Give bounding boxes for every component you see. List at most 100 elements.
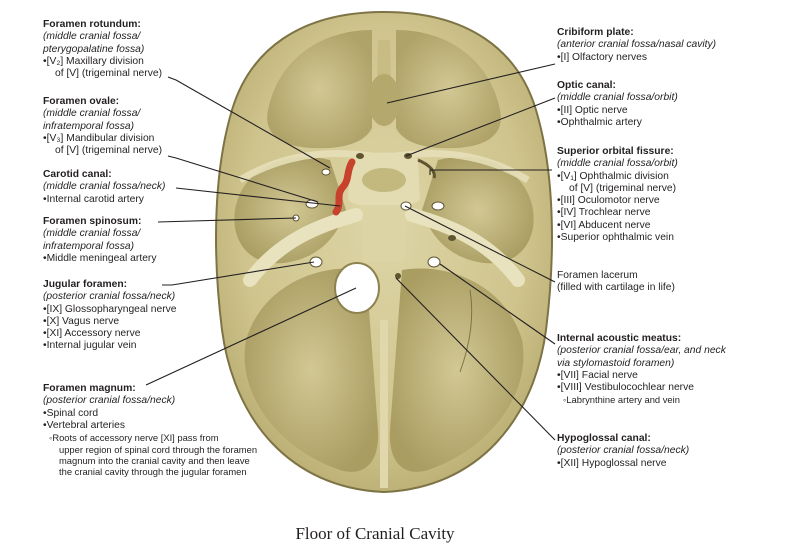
superior-orbital-fissure-content-4: [VI] Abducent nerve [557, 220, 678, 232]
hypoglossal-canal-right-shape [395, 273, 401, 279]
posterior-fossa-right [389, 268, 524, 472]
foramen-rotundum-title: Foramen rotundum: [43, 19, 141, 30]
cribriform-plate-title: Cribiform plate: [557, 27, 634, 38]
label-optic-canal: Optic canal: (middle cranial fossa/orbit… [557, 80, 678, 129]
optic-canal-content-1: [II] Optic nerve [557, 105, 678, 117]
jugular-foramen-left-shape [309, 256, 323, 268]
foramen-magnum-content-1: Spinal cord [43, 408, 257, 420]
label-internal-acoustic-meatus: Internal acoustic meatus: (posterior cra… [557, 333, 726, 406]
optic-canal-left-shape [356, 153, 364, 159]
leader-rotundum [167, 76, 331, 169]
jugular-foramen-content-2: [X] Vagus nerve [43, 316, 177, 328]
leader-optic [405, 97, 556, 157]
hypoglossal-canal-content: [XII] Hypoglossal nerve [557, 458, 689, 470]
suture-line [459, 289, 473, 373]
foramen-spinosum-fossa-2: infratemporal fossa) [43, 240, 134, 252]
petrous-ridge-right [405, 208, 525, 287]
cribriform-plate-content: [I] Olfactory nerves [557, 52, 716, 64]
foramen-spinosum-title: Foramen spinosum: [43, 216, 142, 227]
label-jugular-foramen: Jugular foramen: (posterior cranial foss… [43, 279, 177, 353]
foramen-magnum-title: Foramen magnum: [43, 383, 136, 394]
leader-hypoglossal [395, 277, 556, 441]
cribriform-plate-fossa: (anterior cranial fossa/nasal cavity) [557, 39, 717, 51]
foramen-rotundum-content: [V₂] Maxillary division [43, 56, 162, 68]
leader-ovale [167, 155, 319, 203]
foramen-ovale-content: [V₃] Mandibular division [43, 133, 162, 145]
foramen-lacerum-note: (filled with cartilage in life) [557, 282, 675, 294]
foramen-ovale-fossa-2: infratemporal fossa) [43, 120, 134, 132]
internal-acoustic-meatus-note: Labrynthine artery and vein [557, 394, 726, 405]
label-hypoglossal-canal: Hypoglossal canal: (posterior cranial fo… [557, 433, 689, 470]
hypoglossal-canal-fossa: (posterior cranial fossa/neck) [557, 445, 690, 457]
jugular-foramen-fossa: (posterior cranial fossa/neck) [43, 291, 176, 303]
internal-acoustic-meatus-fossa-2: via stylomastoid foramen) [557, 357, 675, 369]
foramen-ovale-right-shape [431, 201, 445, 211]
leader-orbital [429, 169, 552, 175]
superior-orbital-fissure-fossa: (middle cranial fossa/orbit) [557, 158, 678, 170]
leader-carotid [175, 187, 341, 207]
superior-orbital-fissure-content-1-cont: of [V] (trigeminal nerve) [569, 182, 677, 194]
internal-acoustic-meatus-content-1: [VII] Facial nerve [557, 370, 726, 382]
foramen-ovale-title: Foramen ovale: [43, 96, 120, 107]
petrous-ridge-left [243, 208, 363, 287]
sup-orbital-fissure-right [417, 158, 436, 179]
internal-acoustic-meatus-content-2: [VIII] Vestibulocochlear nerve [557, 382, 726, 394]
sella-turcica [362, 168, 406, 192]
carotid-canal-content: Internal carotid artery [43, 194, 165, 206]
superior-orbital-fissure-content-3: [IV] Trochlear nerve [557, 207, 678, 219]
superior-orbital-fissure-title: Superior orbital fissure: [557, 146, 674, 157]
optic-canal-fossa: (middle cranial fossa/orbit) [557, 92, 678, 104]
carotid-canal-fossa: (middle cranial fossa/neck) [43, 181, 166, 193]
middle-fossa-left [234, 157, 346, 264]
foramen-rotundum-content-cont: of [V] (trigeminal nerve) [55, 68, 163, 80]
superior-orbital-fissure-content-1: [V₁] Ophthalmic division [557, 171, 678, 183]
foramen-magnum-shape [334, 262, 380, 314]
figure-caption: Floor of Cranial Cavity [295, 524, 455, 543]
leader-acoustic [439, 263, 556, 345]
jugular-foramen-content-4: Internal jugular vein [43, 340, 177, 352]
label-foramen-magnum: Foramen magnum: (posterior cranial fossa… [43, 383, 257, 478]
label-superior-orbital-fissure: Superior orbital fissure: (middle crania… [557, 146, 678, 244]
foramen-rotundum-fossa: (middle cranial fossa/ [43, 31, 141, 43]
leader-magnum [145, 287, 357, 386]
superior-orbital-fissure-content-5: Superior ophthalmic vein [557, 232, 678, 244]
jugular-foramen-content-1: [IX] Glossopharyngeal nerve [43, 304, 177, 316]
leader-lacerum [404, 205, 556, 283]
leader-jugular [162, 261, 315, 286]
hypoglossal-canal-title: Hypoglossal canal: [557, 433, 651, 444]
optic-canal-content-2: Ophthalmic artery [557, 117, 678, 129]
cribriform-plate [368, 74, 400, 126]
leader-lines [145, 63, 556, 441]
foramen-spinosum-fossa: (middle cranial fossa/ [43, 228, 141, 240]
jugular-foramen-title: Jugular foramen: [43, 279, 128, 290]
foramen-ovale-fossa: (middle cranial fossa/ [43, 108, 141, 120]
leader-spinosum [157, 217, 297, 223]
anterior-fossa-left [267, 30, 372, 149]
foramen-ovale-content-cont: of [V] (trigeminal nerve) [55, 145, 163, 157]
posterior-fossa-left [244, 268, 379, 472]
label-foramen-lacerum: Foramen lacerum (filled with cartilage i… [557, 270, 675, 295]
optic-canal-title: Optic canal: [557, 80, 616, 91]
jugular-foramen-right-shape [427, 256, 441, 268]
internal-acoustic-meatus-title: Internal acoustic meatus: [557, 333, 682, 344]
foramen-magnum-content-2: Vertebral arteries [43, 420, 257, 432]
foramen-rotundum-fossa-2: pterygopalatine fossa) [43, 43, 145, 55]
foramen-spinosum-content: Middle meningeal artery [43, 253, 157, 265]
superior-orbital-fissure-content-2: [III] Oculomotor nerve [557, 195, 678, 207]
acoustic-meatus-right-shape [448, 235, 456, 241]
foramen-magnum-fossa: (posterior cranial fossa/neck) [43, 395, 176, 407]
leader-cribriform [386, 63, 556, 104]
label-foramen-rotundum: Foramen rotundum: (middle cranial fossa/… [43, 19, 162, 80]
label-carotid-canal: Carotid canal: (middle cranial fossa/nec… [43, 169, 165, 206]
clivus [360, 205, 408, 262]
foramen-magnum-note-2: upper region of spinal cord through the … [59, 443, 258, 455]
label-cribriform-plate: Cribiform plate: (anterior cranial fossa… [557, 27, 716, 64]
foramen-lacerum-title: Foramen lacerum [557, 270, 638, 281]
label-foramen-ovale: Foramen ovale: (middle cranial fossa/ in… [43, 96, 162, 157]
carotid-artery-shape [332, 158, 356, 216]
jugular-foramen-content-3: [XI] Accessory nerve [43, 328, 177, 340]
foramen-rotundum-shape [321, 168, 331, 176]
foramen-magnum-note-3: magnum into the cranial cavity and then … [59, 455, 250, 466]
foramen-magnum-note-4: the cranial cavity through the jugular f… [59, 466, 247, 478]
